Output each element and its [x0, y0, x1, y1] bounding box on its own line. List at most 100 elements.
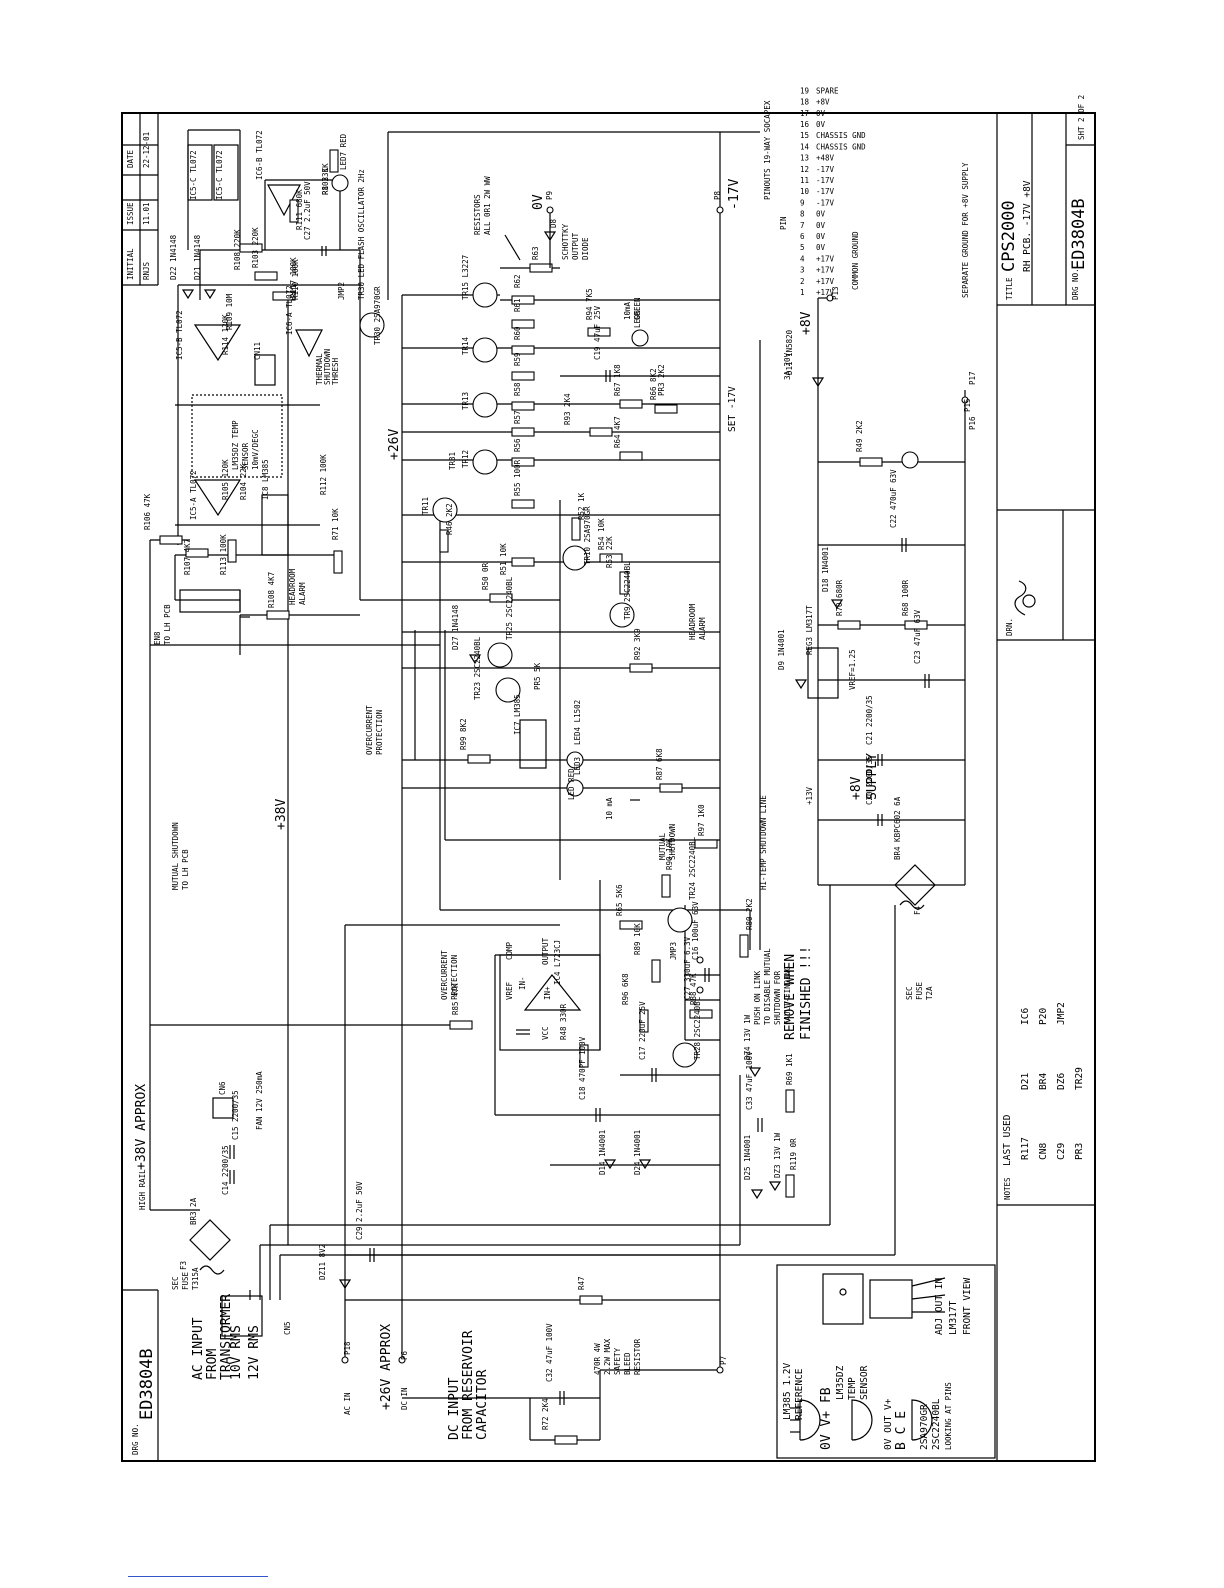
- issue-value: 11.01: [142, 202, 151, 225]
- component-designator: C14 2200/35: [221, 1145, 230, 1195]
- component-designator: LED7 RED: [339, 133, 348, 170]
- transistor-pins: B C E: [894, 1411, 909, 1450]
- component-designator: IC6-A TL072: [285, 285, 294, 335]
- safety-bleed-2: 2.2W MAX: [603, 1338, 612, 1375]
- lm35-pins: 0V OUT V+: [883, 1398, 894, 1450]
- pin-number: 19: [800, 86, 809, 95]
- pin-function: +8V: [816, 98, 830, 107]
- component-designator: R87 6K8: [655, 748, 664, 780]
- pin-number: 6: [800, 232, 805, 241]
- en8-label: EN8: [153, 631, 162, 645]
- pin-number: 18: [800, 98, 810, 107]
- remove-label: REMOVE WHEN: [783, 954, 798, 1040]
- components: [159, 144, 969, 1445]
- issue-label: ISSUE: [126, 202, 135, 225]
- lm35-title: LM35DZ: [835, 1365, 846, 1400]
- component-designator: LED4 L1502: [573, 700, 582, 745]
- component-designator: R107 4K7: [183, 539, 192, 575]
- component-designator: IC5-A TL072: [189, 470, 198, 520]
- component-designator: R62: [513, 274, 522, 288]
- dc-in-label: DC IN: [400, 1387, 409, 1410]
- legend-box: [776, 1264, 996, 1459]
- component-designator: JMP3: [669, 942, 678, 960]
- dc-input-from: FROM RESERVOIR: [461, 1330, 476, 1440]
- legend-lm385: [790, 1399, 821, 1441]
- pin-function: 0V: [816, 210, 826, 219]
- ac-rms-12: 12V RMS: [247, 1325, 262, 1380]
- component-designator: IC4 L723CJ: [553, 940, 562, 985]
- component-designator: R72 2K4: [541, 1398, 550, 1430]
- component-designator: P16: [968, 416, 977, 430]
- plus26-label: +26V: [387, 429, 402, 460]
- title-label: TITLE: [1005, 277, 1014, 300]
- push-link-4: FAULT-FINDING: [783, 966, 792, 1025]
- component-designator: TR13: [461, 392, 470, 410]
- schottky-sub: OUTPUT: [571, 232, 580, 260]
- cn5-label: CN5: [283, 1321, 292, 1335]
- drn-label: DRN.: [1005, 618, 1014, 636]
- component-designator: TR30 2SA970GR: [373, 286, 382, 345]
- component-designator: IC6-B TL072: [255, 130, 264, 180]
- component-designator: TR31: [448, 452, 457, 470]
- component-designator: R112 100K: [319, 454, 328, 495]
- overcurrent-sub-2: PROTECTION: [450, 955, 459, 1000]
- push-link-3: SHUTDOWN FOR: [773, 970, 782, 1025]
- p7-label: P7: [719, 1356, 728, 1365]
- component-designator: R63: [531, 246, 540, 260]
- mutual-shutdown-lh-label: MUTUAL SHUTDOWN: [171, 822, 180, 890]
- subtitle-value: RH PCB. -17V +8V: [1022, 180, 1033, 272]
- pin-function: 0V: [816, 243, 826, 252]
- component-designator: R93 2K4: [563, 393, 572, 425]
- sec-fuse-f4-sub: FUSE: [915, 981, 924, 1000]
- component-designator: TR25 2SC2240BL: [505, 576, 514, 640]
- pin-function: 0V: [816, 232, 826, 241]
- pin-function: -17V: [816, 176, 835, 185]
- lm35-sub: TEMP: [847, 1377, 858, 1400]
- resistors-note: RESISTORS: [473, 194, 482, 235]
- legend-transistor: [911, 1399, 933, 1441]
- component-designator: C27 2.2uF 50V: [303, 181, 312, 240]
- set-minus17-label: SET -17V: [727, 386, 738, 432]
- pin-function: +48V: [816, 154, 835, 163]
- component-designator: C29 2.2uF 50V: [355, 1181, 364, 1240]
- component-designator: R61: [513, 298, 522, 312]
- component-designator: LED5: [633, 310, 642, 328]
- note-item: PR3: [1074, 1143, 1085, 1160]
- component-designator: BR3 2A: [189, 1197, 198, 1225]
- sec-fuse-f4-rating: T2A: [925, 986, 934, 1000]
- ten-ma-green-sub: GREEN: [633, 297, 642, 320]
- safety-bleed-4: BLEED: [623, 1352, 632, 1375]
- footer-link-rule: [128, 1576, 268, 1577]
- pin-number: 3: [800, 266, 805, 275]
- ac-input-transformer: TRANSFORMER: [219, 1294, 234, 1380]
- lm35-temp-2: SENSOR: [241, 442, 250, 470]
- lm35-temp-1: LM35DZ TEMP: [231, 420, 240, 470]
- common-ground-label: COMMON GROUND: [851, 231, 860, 290]
- overcurrent-sub: PROTECTION: [375, 710, 384, 755]
- component-designator: R51 10K: [499, 543, 508, 575]
- component-designator: R114 120K: [221, 314, 230, 355]
- hi-temp-label: HI-TEMP SHUTDOWN LINE: [759, 795, 768, 890]
- sec-fuse-f3-rating: T315A: [191, 1267, 200, 1290]
- plus26-approx-label: +26V APPROX: [379, 1324, 394, 1410]
- component-designator: TR12: [461, 450, 470, 468]
- note-item: IC6: [1020, 1008, 1031, 1025]
- drg-no-right: ED3804B: [1069, 198, 1089, 270]
- component-designator: D8: [549, 218, 558, 228]
- component-designator: PR5 5K: [533, 662, 542, 690]
- en8-sub: TO LH PCB: [163, 604, 172, 645]
- component-designator: R49 2K2: [855, 420, 864, 452]
- safety-bleed-3: SAFETY: [613, 1347, 622, 1375]
- note-item: TR29: [1074, 1067, 1085, 1090]
- component-designator: R48 330R: [559, 1003, 568, 1040]
- component-designator: REG3 LM317T: [805, 605, 814, 655]
- pin-function: +17V: [816, 266, 835, 275]
- component-designator: CN6: [218, 1081, 227, 1095]
- component-designator: R53 22K: [605, 536, 614, 568]
- component-designator: R52 1K: [577, 492, 586, 520]
- component-designator: D24 1N4001: [633, 1130, 642, 1175]
- component-designator: VCC: [541, 1026, 550, 1040]
- component-designator: R54 10K: [597, 518, 606, 550]
- pin-number: 9: [800, 198, 805, 207]
- component-designator: D14 1N4001: [598, 1130, 607, 1175]
